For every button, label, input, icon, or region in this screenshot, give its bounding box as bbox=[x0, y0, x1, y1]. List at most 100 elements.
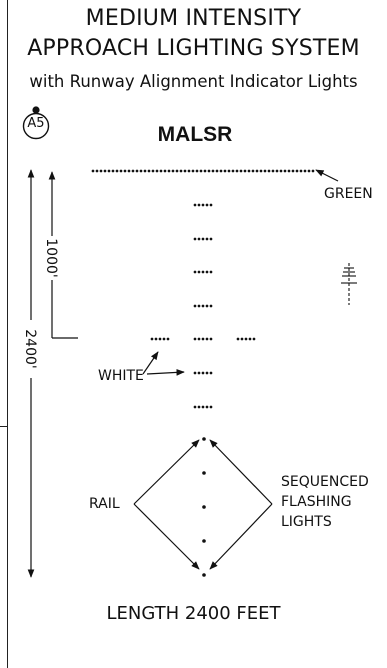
green-light bbox=[199, 169, 203, 173]
sfl-arrow-lower bbox=[209, 503, 273, 570]
flashing-light bbox=[202, 437, 206, 441]
green-light bbox=[287, 169, 291, 173]
crossbar-light bbox=[252, 337, 256, 341]
green-light bbox=[155, 169, 159, 173]
centerline-light bbox=[205, 237, 209, 241]
title-line-2: APPROACH LIGHTING SYSTEM bbox=[27, 36, 360, 61]
crossbar-light bbox=[244, 337, 248, 341]
centerline-light bbox=[209, 371, 213, 375]
sfl-arrow-upper bbox=[209, 439, 273, 505]
crossbar-light bbox=[154, 337, 158, 341]
green-light bbox=[263, 169, 267, 173]
green-light bbox=[243, 169, 247, 173]
crossbar-light bbox=[248, 337, 252, 341]
flashing-light bbox=[202, 573, 206, 577]
green-light bbox=[207, 169, 211, 173]
green-light bbox=[147, 169, 151, 173]
centerline-light bbox=[197, 371, 201, 375]
green-light bbox=[227, 169, 231, 173]
green-light bbox=[163, 169, 167, 173]
flashing-light bbox=[202, 539, 206, 543]
green-light bbox=[195, 169, 199, 173]
green-light bbox=[167, 169, 171, 173]
crossbar-light bbox=[162, 337, 166, 341]
centerline-light bbox=[201, 337, 205, 341]
crossbar-light bbox=[240, 337, 244, 341]
green-light bbox=[127, 169, 131, 173]
green-light bbox=[103, 169, 107, 173]
green-threshold-lights bbox=[91, 169, 315, 173]
green-light bbox=[231, 169, 235, 173]
page-border-tick bbox=[0, 426, 8, 427]
centerline-light bbox=[193, 304, 197, 308]
rail-arrow-lower bbox=[133, 503, 200, 570]
green-light bbox=[283, 169, 287, 173]
green-light bbox=[307, 169, 311, 173]
white-leader-arrow-1 bbox=[142, 351, 159, 375]
green-light bbox=[275, 169, 279, 173]
green-light bbox=[151, 169, 155, 173]
green-light bbox=[111, 169, 115, 173]
green-light bbox=[115, 169, 119, 173]
page-border-left bbox=[7, 0, 8, 668]
centerline-light bbox=[205, 405, 209, 409]
centerline-light bbox=[209, 337, 213, 341]
green-light bbox=[131, 169, 135, 173]
centerline-light bbox=[205, 270, 209, 274]
sfl-label-line-1: SEQUENCED bbox=[281, 474, 369, 490]
centerline-light bbox=[209, 304, 213, 308]
centerline-light bbox=[193, 270, 197, 274]
green-light bbox=[239, 169, 243, 173]
title-line-1: MEDIUM INTENSITY bbox=[85, 6, 302, 31]
flashing-light bbox=[202, 471, 206, 475]
green-light bbox=[95, 169, 99, 173]
centerline-light bbox=[209, 237, 213, 241]
green-light bbox=[267, 169, 271, 173]
green-light bbox=[203, 169, 207, 173]
rail-arrow-upper bbox=[133, 439, 200, 505]
centerline-light bbox=[197, 337, 201, 341]
centerline-light bbox=[209, 270, 213, 274]
centerline-light bbox=[201, 237, 205, 241]
centerline-light bbox=[201, 405, 205, 409]
green-light bbox=[91, 169, 95, 173]
green-light bbox=[219, 169, 223, 173]
green-light bbox=[235, 169, 239, 173]
footer-length: LENGTH 2400 FEET bbox=[106, 603, 281, 624]
crossbar-light bbox=[236, 337, 240, 341]
centerline-light bbox=[201, 270, 205, 274]
green-light bbox=[251, 169, 255, 173]
green-light bbox=[183, 169, 187, 173]
vasi-symbol-icon bbox=[341, 263, 357, 305]
green-light bbox=[99, 169, 103, 173]
green-light bbox=[271, 169, 275, 173]
centerline-light-bars bbox=[193, 203, 213, 409]
green-light bbox=[107, 169, 111, 173]
centerline-light bbox=[201, 203, 205, 207]
centerline-light bbox=[205, 203, 209, 207]
green-light bbox=[143, 169, 147, 173]
crossbar-light bbox=[166, 337, 170, 341]
centerline-light bbox=[197, 203, 201, 207]
centerline-light bbox=[193, 203, 197, 207]
centerline-light bbox=[205, 304, 209, 308]
white-crossbar-lights bbox=[150, 337, 256, 341]
centerline-light bbox=[197, 405, 201, 409]
green-leader-arrow bbox=[315, 169, 339, 182]
green-label: GREEN bbox=[324, 186, 373, 202]
green-light bbox=[175, 169, 179, 173]
green-light bbox=[279, 169, 283, 173]
badge-label: A5 bbox=[27, 116, 45, 131]
green-light bbox=[187, 169, 191, 173]
centerline-light bbox=[201, 304, 205, 308]
centerline-light bbox=[193, 405, 197, 409]
green-light bbox=[299, 169, 303, 173]
sequenced-flashing-lights bbox=[202, 437, 206, 577]
centerline-light bbox=[193, 337, 197, 341]
flashing-light bbox=[202, 505, 206, 509]
crossbar-light bbox=[150, 337, 154, 341]
green-light bbox=[179, 169, 183, 173]
green-light bbox=[135, 169, 139, 173]
white-label: WHITE bbox=[98, 368, 144, 384]
